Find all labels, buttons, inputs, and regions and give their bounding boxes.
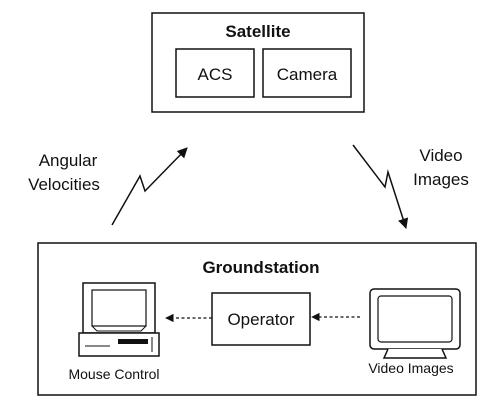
- downlink-group: Video Images: [352, 144, 469, 229]
- satellite-box: Satellite ACS Camera: [151, 12, 365, 113]
- downlink-label-line1: Video: [419, 146, 462, 165]
- downlink-lightning-arrow: [352, 144, 409, 229]
- groundstation-title: Groundstation: [202, 258, 319, 277]
- operator-label: Operator: [227, 310, 294, 329]
- mouse-control-label: Mouse Control: [68, 366, 159, 382]
- satellite-title: Satellite: [225, 22, 290, 41]
- operator-box: [211, 292, 311, 346]
- uplink-label-line1: Angular: [39, 151, 98, 170]
- acs-label: ACS: [198, 65, 233, 84]
- uplink-label-line2: Velocities: [28, 175, 100, 194]
- uplink-group: Angular Velocities: [28, 147, 188, 226]
- video-images-label: Video Images: [368, 360, 453, 376]
- acs-box: [175, 48, 255, 98]
- downlink-label-line2: Images: [413, 170, 469, 189]
- camera-label: Camera: [277, 65, 338, 84]
- groundstation-box: Groundstation Mouse Control Operator Vid…: [37, 242, 477, 396]
- camera-box: [262, 48, 352, 98]
- computer-icon: [78, 282, 160, 357]
- uplink-lightning-arrow: [111, 147, 188, 226]
- video-monitor-icon: [369, 288, 461, 359]
